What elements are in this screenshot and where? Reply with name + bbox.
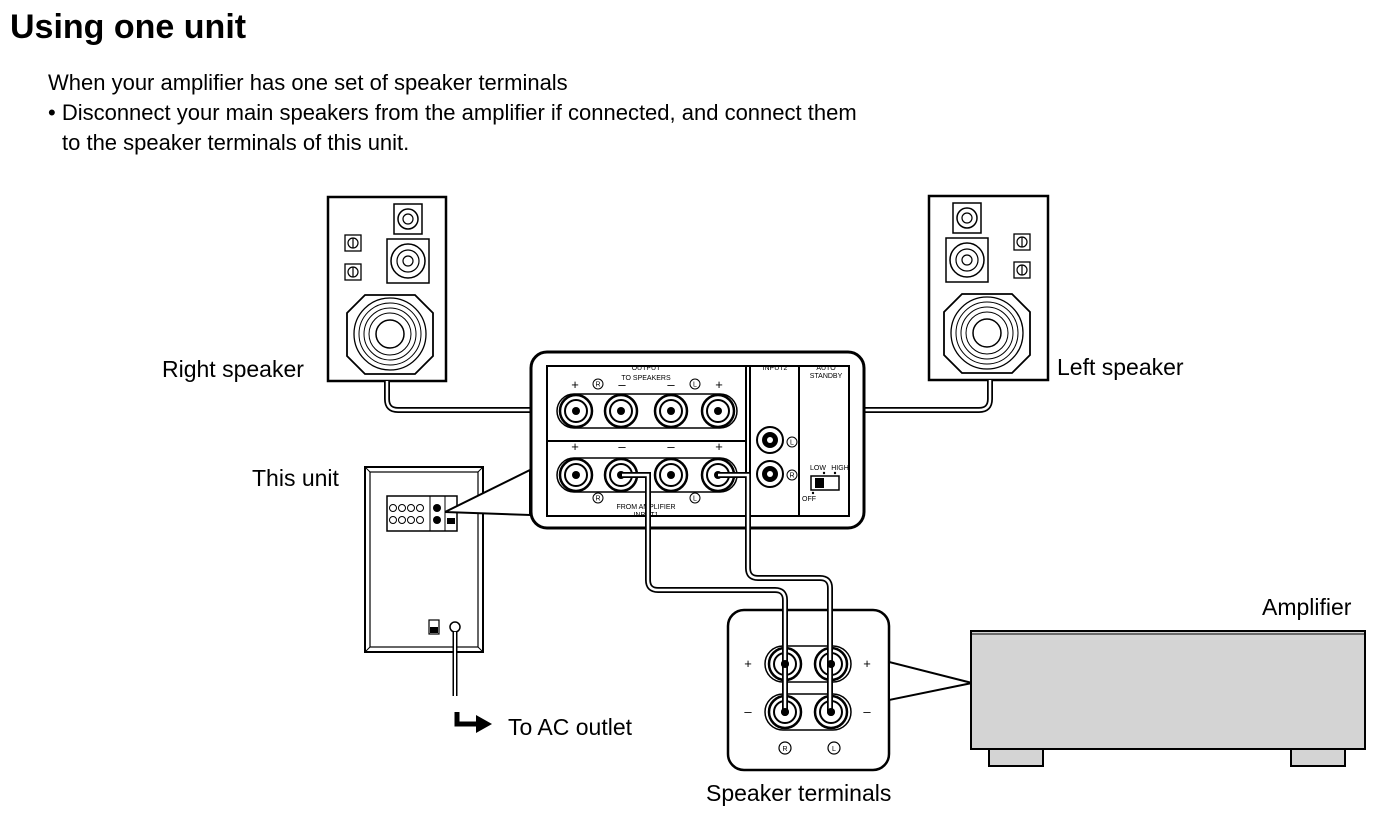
switch-low-label: LOW — [810, 465, 826, 472]
amp-minus-right-sign: – — [863, 704, 871, 719]
standby-label: STANDBY — [810, 373, 843, 380]
auto-label: AUTO — [816, 365, 836, 372]
this-unit — [364, 466, 484, 696]
right-speaker-label: Right speaker — [162, 356, 304, 382]
output-r-minus-sign: – — [618, 377, 626, 392]
input-terminal-l-minus — [653, 457, 689, 493]
input-l-minus-sign: – — [667, 439, 675, 454]
left-speaker-label: Left speaker — [1057, 354, 1184, 380]
right-speaker — [326, 195, 448, 383]
output-terminal-l-plus — [700, 393, 736, 429]
output-terminal-r-plus — [558, 393, 594, 429]
ac-outlet-arrow-icon — [454, 712, 492, 733]
input2-r-mark: R — [789, 473, 794, 480]
output-r-plus-sign: + — [571, 377, 579, 392]
output-l-minus-sign: – — [667, 377, 675, 392]
ac-outlet-label: To AC outlet — [508, 714, 633, 740]
input2-jack-r: R — [756, 460, 798, 488]
auto-standby-switch: LOW HIGH OFF — [802, 465, 849, 503]
amp-r-mark: R — [782, 746, 787, 753]
amp-minus-left-sign: – — [744, 704, 752, 719]
to-speakers-label: TO SPEAKERS — [621, 375, 671, 382]
speaker-cables — [384, 380, 993, 413]
output-l-plus-sign: + — [715, 377, 723, 392]
amplifier-wires — [622, 472, 833, 712]
input-terminal-r-minus — [603, 457, 639, 493]
output-l-mark: L — [693, 382, 697, 389]
speaker-terminals-label: Speaker terminals — [706, 780, 891, 806]
amplifier-label: Amplifier — [1262, 594, 1352, 620]
output-r-mark: R — [595, 382, 600, 389]
input-l-mark: L — [693, 496, 697, 503]
this-unit-label: This unit — [252, 465, 340, 491]
left-speaker — [927, 194, 1050, 382]
switch-high-label: HIGH — [831, 465, 849, 472]
input-r-minus-sign: – — [618, 439, 626, 454]
output-terminal-r-minus — [603, 393, 639, 429]
amplifier — [970, 630, 1366, 767]
page-title: Using one unit — [10, 8, 247, 46]
input2-l-mark: L — [790, 440, 794, 447]
intro-line-1: When your amplifier has one set of speak… — [48, 70, 568, 95]
input-terminal-r-plus — [558, 457, 594, 493]
rear-panel: OUTPUT TO SPEAKERS INPUT2 AUTO STANDBY F… — [529, 350, 866, 530]
amp-plus-right-sign: + — [863, 656, 871, 671]
input2-jack-l: L — [756, 426, 798, 454]
input-r-plus-sign: + — [571, 439, 579, 454]
input2-label: INPUT2 — [763, 365, 788, 372]
output-terminal-l-minus — [653, 393, 689, 429]
amplifier-callout — [888, 660, 973, 702]
switch-off-label: OFF — [802, 496, 816, 503]
output-label: OUTPUT — [632, 365, 662, 372]
intro-text: When your amplifier has one set of speak… — [48, 68, 857, 158]
input-r-mark: R — [595, 496, 600, 503]
amp-plus-left-sign: + — [744, 656, 752, 671]
input-l-plus-sign: + — [715, 439, 723, 454]
amp-l-mark: L — [832, 746, 836, 753]
intro-line-2: • Disconnect your main speakers from the… — [48, 100, 857, 125]
speaker-terminals-box: + + – – R L — [726, 588, 891, 772]
intro-line-3: to the speaker terminals of this unit. — [62, 130, 410, 155]
